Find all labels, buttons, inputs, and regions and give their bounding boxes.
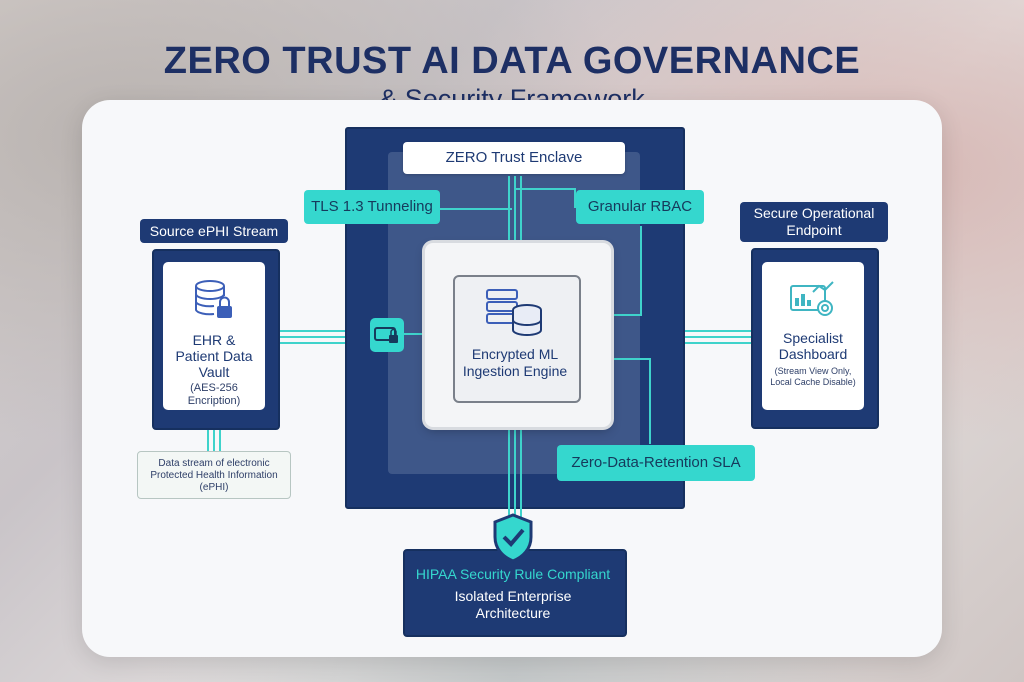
endpoint-detail: (Stream View Only, Local Cache Disable) <box>770 366 856 387</box>
endpoint-title: Specialist Dashboard <box>778 330 848 362</box>
connector <box>276 342 346 344</box>
connector <box>649 358 651 444</box>
connector <box>681 342 751 344</box>
server-icon <box>486 289 542 336</box>
connector <box>520 427 522 517</box>
engine-label: Encrypted ML Ingestion Engine <box>462 346 568 379</box>
connector <box>219 426 221 452</box>
connector <box>681 336 751 338</box>
endpoint-card-body: Specialist Dashboard (Stream View Only, … <box>762 262 864 410</box>
connector <box>207 426 209 452</box>
connector <box>610 314 642 316</box>
compliance-detail: Isolated Enterprise Architecture <box>454 588 572 621</box>
connector <box>515 188 575 190</box>
connector <box>514 427 516 517</box>
connector <box>610 358 650 360</box>
connector <box>276 330 346 332</box>
connector <box>400 333 426 335</box>
source-note: Data stream of electronic Protected Heal… <box>137 451 291 499</box>
database-lock-icon <box>195 280 232 318</box>
connector <box>276 336 346 338</box>
ingestion-engine-core <box>453 275 581 403</box>
dashboard-chart-icon <box>790 281 834 316</box>
connector <box>508 427 510 517</box>
connector <box>514 176 516 244</box>
shield-check-icon <box>493 513 533 563</box>
connector <box>508 176 510 244</box>
compliance-title: HIPAA Security Rule Compliant <box>415 566 611 582</box>
connector <box>213 426 215 452</box>
source-header: Source ePHI Stream <box>140 219 288 243</box>
encrypted-drive-icon <box>374 327 398 343</box>
connector <box>574 188 576 208</box>
tls-tunneling-label: TLS 1.3 Tunneling <box>304 190 440 224</box>
compliance-box <box>403 549 627 637</box>
enclave-label: ZERO Trust Enclave <box>403 142 625 174</box>
source-title: EHR & Patient Data Vault <box>175 332 253 380</box>
source-detail: (AES-256 Encription) <box>187 382 241 407</box>
connector <box>520 176 522 244</box>
zero-data-retention-label: Zero-Data-Retention SLA <box>557 445 755 481</box>
granular-rbac-label: Granular RBAC <box>576 190 704 224</box>
endpoint-header: Secure Operational Endpoint <box>740 202 888 242</box>
page-title: ZERO TRUST AI DATA GOVERNANCE <box>163 40 861 82</box>
connector <box>640 226 642 314</box>
connector <box>681 330 751 332</box>
connector <box>440 208 512 210</box>
source-card-body: EHR & Patient Data Vault (AES-256 Encrip… <box>163 262 265 410</box>
